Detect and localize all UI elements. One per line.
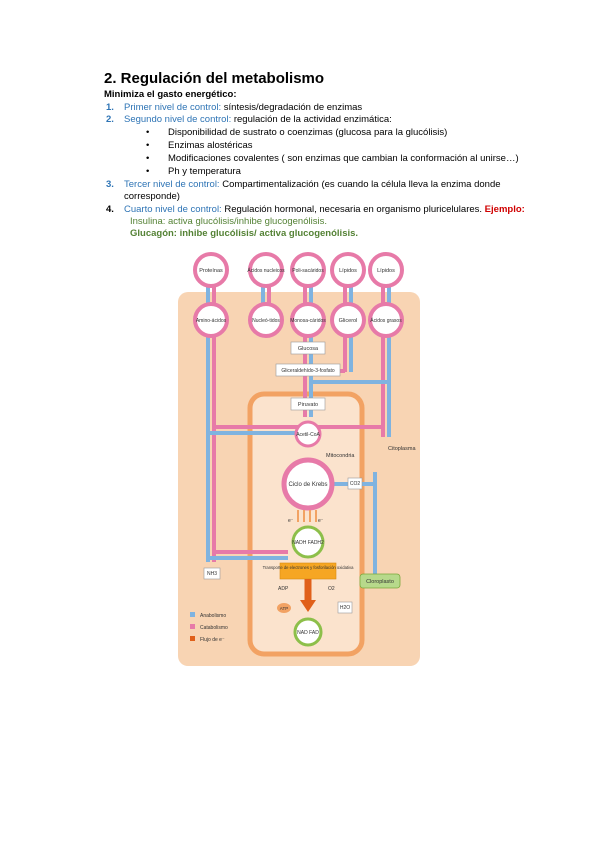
atp-node — [277, 603, 291, 613]
svg-text:Poli-sacáridos: Poli-sacáridos — [292, 268, 324, 274]
level-3-number: 3. — [106, 179, 114, 190]
h2o-box — [337, 601, 353, 614]
level-4-number: 4. — [106, 204, 114, 215]
krebs-label: Ciclo de Krebs — [288, 482, 327, 488]
h2o-label: H2O — [340, 605, 350, 611]
intro-line: Minimiza el gasto energético: — [104, 89, 237, 100]
citoplasma-label: Citoplasma — [388, 446, 416, 452]
krebs-cycle — [281, 457, 335, 511]
mitocondria-label: Mitocondria — [326, 453, 355, 459]
svg-text:Nucleó-tidos: Nucleó-tidos — [252, 318, 280, 324]
atp-label: ATP — [280, 606, 288, 611]
cloroplasto-label: Cloroplasto — [366, 579, 394, 585]
top-node: Lípidos — [368, 252, 404, 288]
bullet-item: •Disponibilidad de sustrato o coenzimas … — [146, 127, 448, 138]
mid-node: Ácidos grasos — [368, 302, 404, 338]
svg-text:Glicerol: Glicerol — [339, 318, 358, 324]
insulina-line: Insulina: activa glucólisis/inhibe gluco… — [130, 216, 327, 227]
level-3-continuation: corresponde) — [124, 191, 180, 202]
glucosa-box — [290, 341, 326, 355]
bullet-item: •Modificaciones covalentes ( son enzimas… — [146, 153, 519, 164]
nh3-box — [203, 567, 221, 580]
top-node: Lípidos — [330, 252, 366, 288]
mid-node: Nucleó-tidos — [248, 302, 284, 338]
level-3-text: Compartimentalización (es cuando la célu… — [219, 179, 501, 190]
section-heading: 2. Regulación del metabolismo — [104, 70, 325, 87]
metabolism-diagram: Proteínas Ácidos nucleicos Poli-sacárido… — [178, 252, 420, 666]
flow-arrow — [300, 600, 316, 612]
level-3-label: Tercer nivel de control: — [124, 179, 220, 190]
nadh-label: NADH FADH2 — [292, 540, 324, 546]
gliceraldehido-label: Gliceraldehído-3-fosfato — [281, 368, 335, 374]
svg-text:Amino-ácidos: Amino-ácidos — [196, 318, 227, 324]
level-1-number: 1. — [106, 102, 114, 113]
mid-node: Glicerol — [330, 302, 366, 338]
nad-label: NAD FAD — [297, 630, 319, 636]
legend-swatch — [190, 612, 195, 617]
svg-text:Ácidos grasos: Ácidos grasos — [370, 317, 402, 324]
legend-swatch — [190, 636, 195, 641]
acetil-label: Acetil-CoA — [296, 432, 320, 438]
acetil-coa-node — [294, 420, 322, 448]
legend-swatch — [190, 624, 195, 629]
mid-node: Amino-ácidos — [193, 302, 229, 338]
legend-item: Catabolismo — [200, 625, 228, 631]
svg-text:Monosa-cáridos: Monosa-cáridos — [290, 318, 326, 324]
top-node: Ácidos nucleicos — [247, 252, 285, 288]
level-2-label: Segundo nivel de control: — [124, 114, 232, 125]
electron-label: e⁻ — [318, 518, 324, 524]
example-label: Ejemplo: — [482, 204, 525, 215]
level-2-text: regulación de la actividad enzimática: — [231, 114, 392, 125]
piruvato-label: Piruvato — [298, 402, 318, 408]
bullet-item: •Ph y temperatura — [146, 166, 241, 177]
cloroplasto-box — [359, 573, 401, 589]
bullet-item: •Enzimas alostéricas — [146, 140, 253, 151]
legend-item: Anabolismo — [200, 613, 226, 619]
nad-node — [293, 617, 323, 647]
glucosa-label: Glucosa — [298, 346, 319, 352]
level-4-label: Cuarto nivel de control: — [124, 204, 222, 215]
legend-item: Flujo de e⁻ — [200, 637, 225, 643]
svg-text:Proteínas: Proteínas — [199, 268, 223, 274]
top-node: Poli-sacáridos — [290, 252, 326, 288]
level-1-text: síntesis/degradación de enzimas — [221, 102, 363, 113]
level-2-number: 2. — [106, 114, 114, 125]
adp-label: ADP — [278, 586, 289, 592]
level-1-label: Primer nivel de control: — [124, 102, 222, 113]
glucagon-line: Glucagón: inhibe glucólisis/ activa gluc… — [130, 228, 359, 239]
top-node: Proteínas — [193, 252, 229, 288]
nadh-node — [291, 525, 325, 559]
gliceraldehido-box — [275, 363, 341, 377]
mid-node: Monosa-cáridos — [290, 302, 326, 338]
o2-label: O2 — [328, 586, 335, 592]
piruvato-box — [290, 397, 326, 411]
level-4-text: Regulación hormonal, necesaria en organi… — [221, 204, 483, 215]
svg-text:Ácidos nucleicos: Ácidos nucleicos — [247, 267, 285, 274]
transport-label: Transporte de electrones y fosforilación… — [263, 565, 355, 570]
svg-text:Lípidos: Lípidos — [339, 268, 357, 274]
svg-text:Lípidos: Lípidos — [377, 268, 395, 274]
co2-label: CO2 — [350, 481, 361, 487]
electron-label: e⁻ — [288, 518, 294, 524]
nh3-label: NH3 — [207, 571, 217, 577]
co2-box — [347, 477, 363, 490]
